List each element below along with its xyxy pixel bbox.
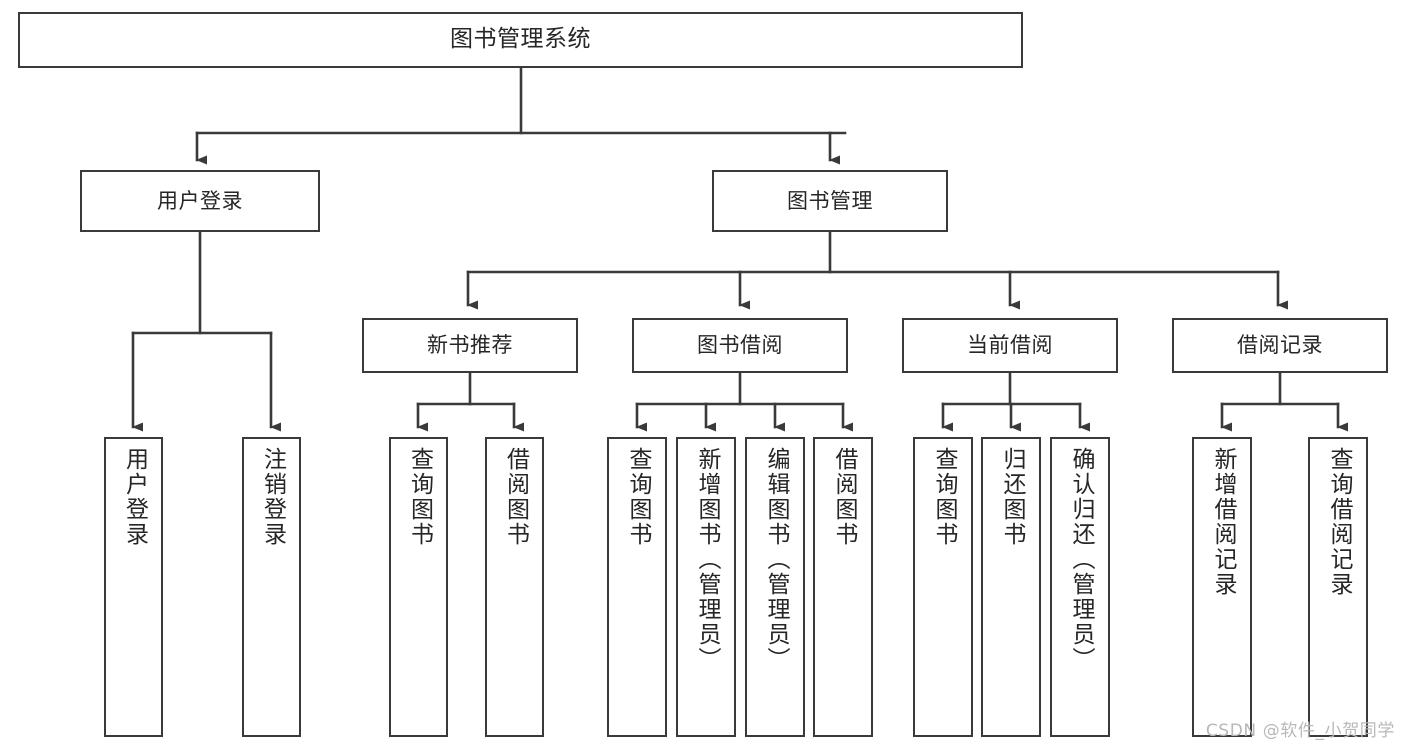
node-label: 编辑图书（管理员） bbox=[762, 447, 789, 672]
node-label: 用户登录 bbox=[157, 188, 243, 213]
node-label: 新增借阅记录 bbox=[1209, 447, 1236, 597]
node-label: 查询图书 bbox=[624, 447, 651, 547]
leaf-new-book-query-book[interactable]: 查询图书 bbox=[389, 437, 448, 737]
leaf-book-borrow-add-book-admin[interactable]: 新增图书（管理员） bbox=[676, 437, 736, 737]
node-borrowing-records[interactable]: 借阅记录 bbox=[1172, 318, 1388, 373]
node-label: 借阅图书 bbox=[502, 447, 529, 547]
leaf-user-login-login[interactable]: 用户登录 bbox=[104, 437, 163, 737]
node-label: 归还图书 bbox=[998, 447, 1025, 547]
leaf-new-book-borrow-book[interactable]: 借阅图书 bbox=[485, 437, 544, 737]
node-current-borrowing[interactable]: 当前借阅 bbox=[902, 318, 1118, 373]
node-label: 查询图书 bbox=[406, 447, 433, 547]
node-label: 查询借阅记录 bbox=[1325, 447, 1352, 597]
leaf-book-borrow-borrow-book[interactable]: 借阅图书 bbox=[813, 437, 873, 737]
leaf-current-borrow-query-book[interactable]: 查询图书 bbox=[913, 437, 973, 737]
node-book-management[interactable]: 图书管理 bbox=[712, 170, 948, 232]
node-label: 图书管理 bbox=[787, 188, 873, 213]
node-book-borrowing[interactable]: 图书借阅 bbox=[632, 318, 848, 373]
node-user-login[interactable]: 用户登录 bbox=[80, 170, 320, 232]
node-label: 查询图书 bbox=[930, 447, 957, 547]
leaf-book-borrow-query-book[interactable]: 查询图书 bbox=[607, 437, 667, 737]
node-label: 图书管理系统 bbox=[450, 26, 591, 53]
node-label: 图书借阅 bbox=[697, 333, 783, 358]
leaf-borrow-record-add-record[interactable]: 新增借阅记录 bbox=[1192, 437, 1252, 737]
leaf-current-borrow-return-book[interactable]: 归还图书 bbox=[981, 437, 1041, 737]
node-label: 新增图书（管理员） bbox=[693, 447, 720, 672]
node-label: 借阅图书 bbox=[830, 447, 857, 547]
leaf-borrow-record-query-record[interactable]: 查询借阅记录 bbox=[1308, 437, 1368, 737]
node-label: 借阅记录 bbox=[1237, 333, 1323, 358]
leaf-user-login-logout[interactable]: 注销登录 bbox=[242, 437, 301, 737]
node-label: 注销登录 bbox=[259, 447, 286, 547]
node-label: 新书推荐 bbox=[427, 333, 513, 358]
leaf-current-borrow-confirm-return-admin[interactable]: 确认归还（管理员） bbox=[1050, 437, 1110, 737]
node-label: 确认归还（管理员） bbox=[1067, 447, 1094, 672]
node-new-book-recommendation[interactable]: 新书推荐 bbox=[362, 318, 578, 373]
leaf-book-borrow-edit-book-admin[interactable]: 编辑图书（管理员） bbox=[745, 437, 805, 737]
node-label: 用户登录 bbox=[121, 447, 148, 547]
node-root-book-management-system[interactable]: 图书管理系统 bbox=[18, 12, 1023, 68]
node-label: 当前借阅 bbox=[967, 333, 1053, 358]
